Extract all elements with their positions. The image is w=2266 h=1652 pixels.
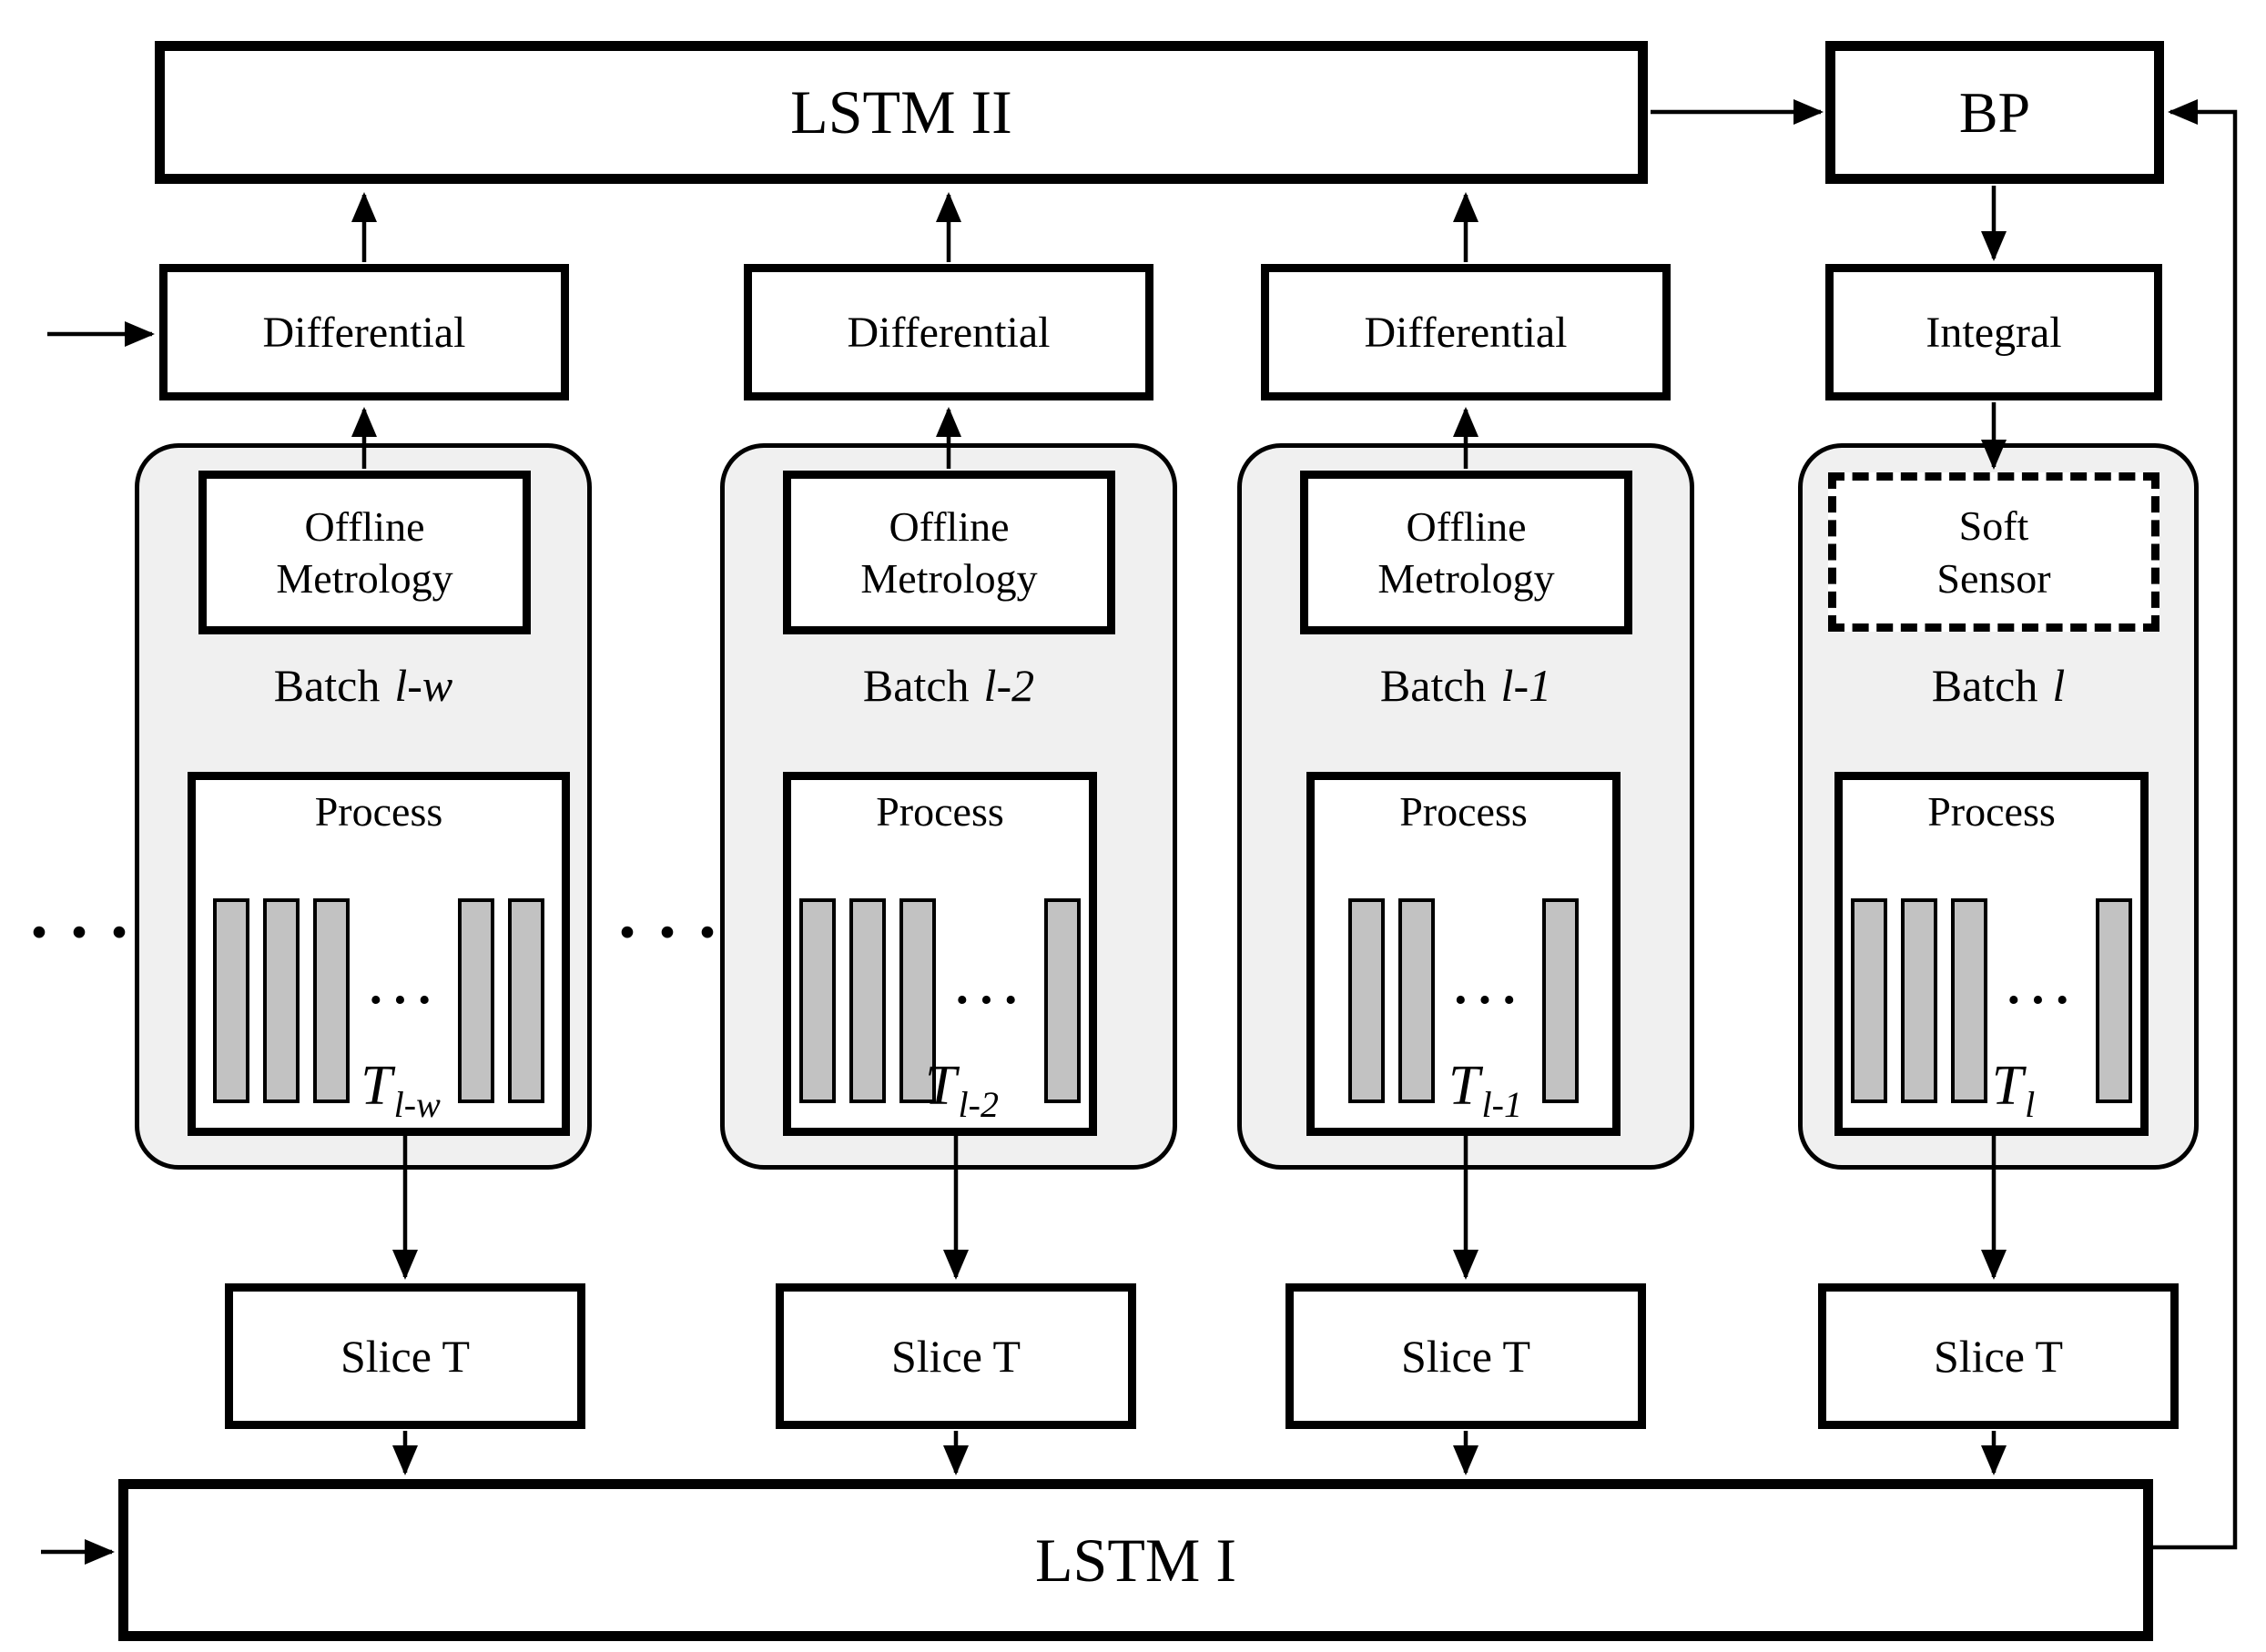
differential-box-1: Differential bbox=[159, 264, 569, 400]
process-bars: ··· bbox=[1843, 897, 2140, 1104]
integral-box: Integral bbox=[1825, 264, 2162, 400]
batch-prefix: Batch bbox=[862, 660, 970, 711]
batch-index: l-w bbox=[394, 660, 453, 711]
batch-index: l-2 bbox=[983, 660, 1035, 711]
t-subscript: l-w bbox=[393, 1084, 441, 1125]
batch-label-1: Batch l-w bbox=[135, 657, 592, 714]
batch-index: l bbox=[2052, 660, 2066, 711]
process-bars-ellipsis: ··· bbox=[367, 972, 441, 1029]
process-bars: ··· bbox=[196, 897, 562, 1104]
process-bars: ··· bbox=[1315, 897, 1612, 1104]
process-bar bbox=[213, 897, 250, 1103]
process-bars-ellipsis: ··· bbox=[953, 972, 1027, 1029]
process-bar bbox=[1347, 897, 1385, 1103]
measure-line-2: Sensor bbox=[1936, 554, 2051, 602]
process-bar bbox=[1951, 897, 1988, 1103]
t-subscript: l-2 bbox=[958, 1084, 999, 1125]
batch-index: l-1 bbox=[1500, 660, 1552, 711]
process-label: Process bbox=[1399, 788, 1528, 835]
offline-metrology-box-2: Offline Metrology bbox=[783, 471, 1115, 634]
t-subscript: l-1 bbox=[1481, 1084, 1522, 1125]
process-bar bbox=[2095, 897, 2132, 1103]
process-bar bbox=[1901, 897, 1938, 1103]
measure-line-1: Offline bbox=[1406, 502, 1527, 550]
measure-line-2: Metrology bbox=[276, 555, 453, 602]
process-bars-ellipsis: ··· bbox=[2005, 972, 2078, 1029]
process-box-1: Process ··· Tl-w bbox=[188, 772, 570, 1136]
process-bar bbox=[1542, 897, 1580, 1103]
batch-prefix: Batch bbox=[1931, 660, 2038, 711]
process-bar bbox=[507, 897, 544, 1103]
t-symbol: T bbox=[1991, 1055, 2024, 1117]
process-time-label: Tl-2 bbox=[791, 1054, 1089, 1126]
slice-t-box-1: Slice T bbox=[225, 1283, 585, 1429]
process-time-label: Tl-1 bbox=[1315, 1054, 1612, 1126]
batch-label-2: Batch l-2 bbox=[720, 657, 1177, 714]
process-time-label: Tl-w bbox=[196, 1054, 562, 1126]
process-label: Process bbox=[314, 788, 443, 835]
slice-t-box-3: Slice T bbox=[1285, 1283, 1646, 1429]
measure-line-1: Offline bbox=[304, 502, 425, 550]
process-bar bbox=[849, 897, 887, 1103]
bp-box: BP bbox=[1825, 41, 2164, 184]
ellipsis-left: ··· bbox=[27, 892, 148, 971]
process-bar bbox=[1043, 897, 1081, 1103]
t-symbol: T bbox=[361, 1055, 392, 1117]
measure-line-1: Offline bbox=[889, 502, 1010, 550]
batch-prefix: Batch bbox=[1379, 660, 1487, 711]
lstm2-box: LSTM II bbox=[155, 41, 1648, 184]
batch-label-4: Batch l bbox=[1798, 657, 2199, 714]
slice-t-box-4: Slice T bbox=[1818, 1283, 2179, 1429]
process-box-4: Process ··· Tl bbox=[1834, 772, 2149, 1136]
offline-metrology-box-3: Offline Metrology bbox=[1300, 471, 1632, 634]
process-bar bbox=[313, 897, 351, 1103]
measure-line-1: Soft bbox=[1958, 502, 2029, 549]
batch-prefix: Batch bbox=[273, 660, 381, 711]
process-bar bbox=[1397, 897, 1435, 1103]
offline-metrology-box-1: Offline Metrology bbox=[198, 471, 531, 634]
slice-t-box-2: Slice T bbox=[776, 1283, 1136, 1429]
measure-line-2: Metrology bbox=[1377, 555, 1555, 602]
process-box-2: Process ··· Tl-2 bbox=[783, 772, 1097, 1136]
process-bar bbox=[457, 897, 494, 1103]
process-bar bbox=[263, 897, 300, 1103]
lstm1-box: LSTM I bbox=[118, 1479, 2153, 1641]
process-bars: ··· bbox=[791, 897, 1089, 1104]
t-symbol: T bbox=[1448, 1055, 1480, 1117]
differential-box-3: Differential bbox=[1261, 264, 1671, 400]
process-bars-ellipsis: ··· bbox=[1451, 972, 1526, 1029]
process-bar bbox=[1851, 897, 1888, 1103]
t-symbol: T bbox=[925, 1055, 957, 1117]
process-bar bbox=[899, 897, 937, 1103]
ellipsis-between-batches: ··· bbox=[615, 892, 737, 971]
soft-sensor-box: Soft Sensor bbox=[1828, 472, 2159, 632]
t-subscript: l bbox=[2025, 1084, 2036, 1125]
process-label: Process bbox=[876, 788, 1004, 835]
process-time-label: Tl bbox=[1843, 1054, 2140, 1126]
measure-line-2: Metrology bbox=[860, 555, 1038, 602]
batch-label-3: Batch l-1 bbox=[1237, 657, 1694, 714]
process-label: Process bbox=[1927, 788, 2056, 835]
differential-box-2: Differential bbox=[744, 264, 1153, 400]
process-bar bbox=[799, 897, 837, 1103]
process-box-3: Process ··· Tl-1 bbox=[1306, 772, 1621, 1136]
